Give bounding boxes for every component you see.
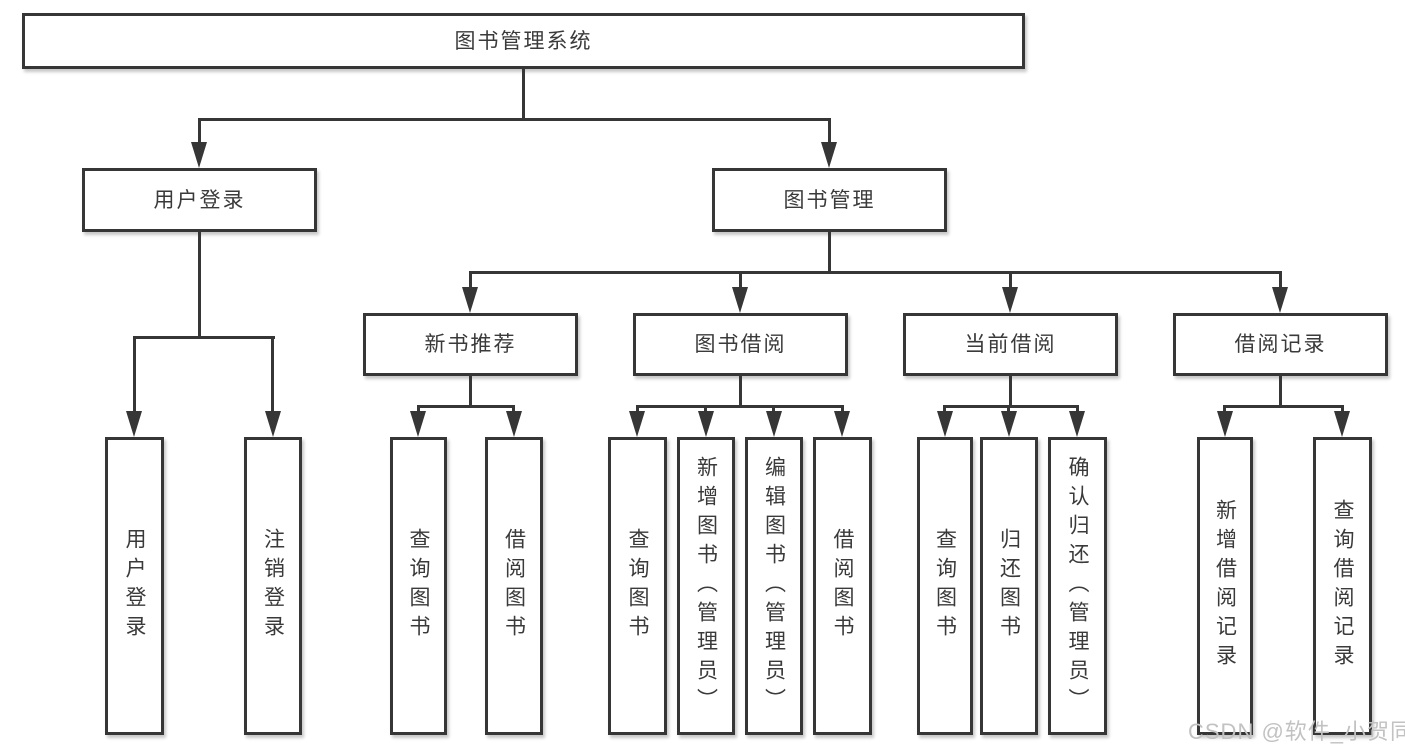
node-root: 图书管理系统 bbox=[22, 13, 1025, 69]
arrow-down-icon bbox=[1001, 411, 1017, 437]
connector-line bbox=[739, 271, 742, 289]
connector-line bbox=[417, 405, 515, 408]
arrow-down-icon bbox=[191, 142, 207, 168]
connector-line bbox=[1009, 271, 1012, 289]
connector-line bbox=[943, 405, 1079, 408]
connector-line bbox=[198, 232, 201, 336]
node-book-borrow: 图书借阅 bbox=[633, 313, 848, 376]
node-cb-return: 归还图书 bbox=[980, 437, 1038, 735]
node-cb-query-label: 查询图书 bbox=[933, 528, 957, 644]
node-borrow-records: 借阅记录 bbox=[1173, 313, 1388, 376]
node-br-query: 查询借阅记录 bbox=[1313, 437, 1372, 735]
node-bb-add-label: 新增图书（管理员） bbox=[694, 455, 718, 717]
node-login: 用户登录 bbox=[105, 437, 164, 735]
connector-line bbox=[198, 118, 831, 121]
connector-line bbox=[828, 232, 831, 273]
arrow-down-icon bbox=[410, 411, 426, 437]
node-cb-return-label: 归还图书 bbox=[997, 528, 1021, 644]
connector-line bbox=[636, 405, 844, 408]
arrow-down-icon bbox=[462, 287, 478, 313]
connector-line bbox=[1223, 405, 1226, 413]
node-login-label: 用户登录 bbox=[123, 528, 146, 644]
connector-line bbox=[1223, 405, 1344, 408]
connector-line bbox=[469, 271, 472, 289]
node-cb-confirm: 确认归还（管理员） bbox=[1048, 437, 1107, 735]
connector-line bbox=[1076, 405, 1079, 413]
arrow-down-icon bbox=[937, 411, 953, 437]
node-nb-borrow: 借阅图书 bbox=[485, 437, 543, 735]
arrow-down-icon bbox=[1334, 411, 1350, 437]
connector-line bbox=[1007, 405, 1010, 413]
connector-line bbox=[133, 336, 275, 339]
node-borrow-records-label: 借阅记录 bbox=[1234, 333, 1327, 356]
arrow-down-icon bbox=[1069, 411, 1085, 437]
arrow-down-icon bbox=[766, 411, 782, 437]
connector-line bbox=[828, 118, 831, 145]
node-bb-borrow: 借阅图书 bbox=[813, 437, 872, 735]
connector-line bbox=[841, 405, 844, 413]
node-br-add: 新增借阅记录 bbox=[1197, 437, 1253, 735]
node-nb-query: 查询图书 bbox=[390, 437, 447, 735]
connector-line bbox=[522, 69, 525, 118]
arrow-down-icon bbox=[506, 411, 522, 437]
node-book-borrow-label: 图书借阅 bbox=[694, 333, 787, 356]
node-book-mgmt: 图书管理 bbox=[712, 168, 947, 232]
connector-line bbox=[417, 405, 420, 413]
connector-line bbox=[469, 271, 1282, 274]
node-bb-edit-label: 编辑图书（管理员） bbox=[762, 455, 786, 717]
arrow-down-icon bbox=[732, 287, 748, 313]
connector-line bbox=[133, 336, 136, 414]
arrow-down-icon bbox=[834, 411, 850, 437]
node-new-books: 新书推荐 bbox=[363, 313, 578, 376]
node-current-borrow-label: 当前借阅 bbox=[964, 333, 1057, 356]
connector-line bbox=[1279, 376, 1282, 407]
arrow-down-icon bbox=[126, 411, 142, 437]
node-logout-label: 注销登录 bbox=[261, 528, 285, 644]
connector-line bbox=[1341, 405, 1344, 413]
watermark: CSDN @软件_小贺同学 bbox=[1188, 719, 1405, 744]
connector-line bbox=[1009, 376, 1012, 407]
node-bb-borrow-label: 借阅图书 bbox=[831, 528, 854, 644]
connector-line bbox=[739, 376, 742, 407]
arrow-down-icon bbox=[1002, 287, 1018, 313]
connector-line bbox=[271, 336, 274, 414]
arrow-down-icon bbox=[1217, 411, 1233, 437]
node-new-books-label: 新书推荐 bbox=[424, 333, 517, 356]
node-root-label: 图书管理系统 bbox=[454, 29, 593, 53]
connector-line bbox=[469, 376, 472, 407]
connector-line bbox=[636, 405, 639, 413]
node-bb-edit: 编辑图书（管理员） bbox=[745, 437, 803, 735]
arrow-down-icon bbox=[698, 411, 714, 437]
arrow-down-icon bbox=[1272, 287, 1288, 313]
connector-line bbox=[198, 118, 201, 145]
connector-line bbox=[704, 405, 707, 413]
node-br-add-label: 新增借阅记录 bbox=[1213, 499, 1237, 673]
node-nb-query-label: 查询图书 bbox=[407, 528, 430, 644]
node-br-query-label: 查询借阅记录 bbox=[1331, 499, 1354, 673]
connector-line bbox=[1279, 271, 1282, 289]
connector-line bbox=[943, 405, 946, 413]
arrow-down-icon bbox=[821, 142, 837, 168]
node-cb-confirm-label: 确认归还（管理员） bbox=[1066, 455, 1089, 717]
node-nb-borrow-label: 借阅图书 bbox=[502, 528, 526, 644]
node-book-mgmt-label: 图书管理 bbox=[783, 188, 876, 212]
node-bb-query-label: 查询图书 bbox=[626, 528, 649, 644]
node-cb-query: 查询图书 bbox=[917, 437, 973, 735]
node-bb-add: 新增图书（管理员） bbox=[677, 437, 735, 735]
node-bb-query: 查询图书 bbox=[608, 437, 667, 735]
connector-line bbox=[512, 405, 515, 413]
arrow-down-icon bbox=[265, 411, 281, 437]
arrow-down-icon bbox=[629, 411, 645, 437]
node-user-login-label: 用户登录 bbox=[153, 188, 246, 212]
node-logout: 注销登录 bbox=[244, 437, 302, 735]
node-user-login: 用户登录 bbox=[82, 168, 317, 232]
node-current-borrow: 当前借阅 bbox=[903, 313, 1118, 376]
connector-line bbox=[772, 405, 775, 413]
